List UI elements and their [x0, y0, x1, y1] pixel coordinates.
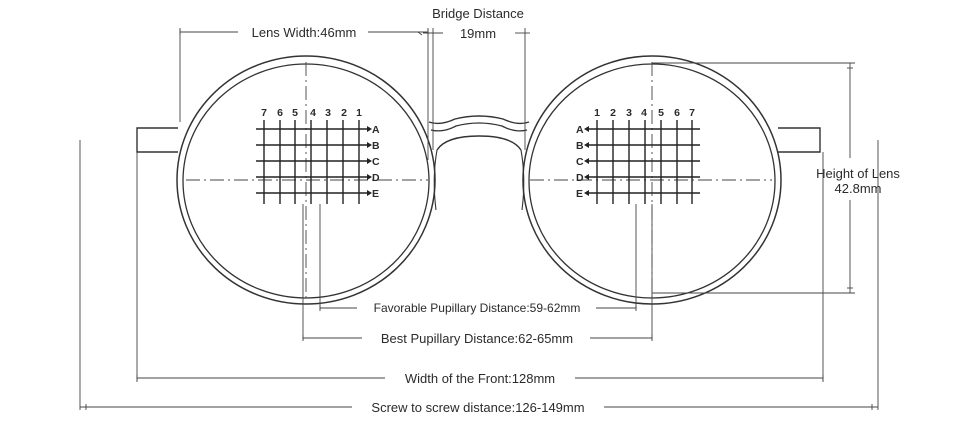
best-pd-dimension [302, 335, 653, 341]
bridge-distance-value: 19mm [460, 26, 496, 41]
right-grid-col-label: 3 [626, 107, 632, 119]
left-lens-centerlines [186, 62, 428, 300]
right-grid-col-label: 2 [610, 107, 616, 119]
height-of-lens-value: 42.8mm [835, 181, 882, 196]
right-pd-grid: 1 2 3 4 5 6 7 A B C D E [576, 107, 700, 204]
width-of-front-label: Width of the Front:128mm [405, 371, 555, 386]
left-grid-col-label: 2 [341, 107, 347, 119]
width-of-front-dimension [136, 152, 824, 382]
right-grid-col-label: 1 [594, 107, 600, 119]
screw-to-screw-label: Screw to screw distance:126-149mm [371, 400, 584, 415]
left-grid-row-label: A [372, 124, 380, 136]
right-grid-col-label: 7 [689, 107, 695, 119]
right-grid-col-label: 5 [658, 107, 664, 119]
bridge-distance-title: Bridge Distance [432, 6, 524, 21]
left-grid-row-label: D [372, 172, 380, 184]
pupillary-guide-lines [302, 204, 653, 340]
left-grid-col-label: 7 [261, 107, 267, 119]
left-pd-grid: 7 6 5 4 3 2 1 A B C D E [256, 107, 380, 204]
left-grid-col-label: 6 [277, 107, 283, 119]
favorable-pd-label: Favorable Pupillary Distance:59-62mm [374, 301, 581, 315]
right-grid-row-label: A [576, 124, 584, 136]
left-grid-row-label: B [372, 140, 380, 152]
bridge-distance-dimension [423, 28, 530, 150]
right-grid-col-label: 4 [641, 107, 647, 119]
right-grid-row-label: C [576, 156, 584, 168]
screw-to-screw-dimension [79, 140, 879, 410]
height-of-lens-title: Height of Lens [816, 166, 900, 181]
left-grid-col-label: 1 [356, 107, 362, 119]
lens-width-dimension [179, 28, 429, 160]
left-grid-col-label: 5 [292, 107, 298, 119]
left-grid-col-label: 4 [310, 107, 316, 119]
right-grid-row-label: D [576, 172, 584, 184]
best-pd-label: Best Pupillary Distance:62-65mm [381, 331, 573, 346]
left-grid-row-label: C [372, 156, 380, 168]
right-grid-row-label: B [576, 140, 584, 152]
favorable-pd-dimension [319, 305, 637, 311]
lens-width-label: Lens Width:46mm [252, 25, 357, 40]
left-grid-row-label: E [372, 188, 379, 200]
right-grid-row-label: E [576, 188, 583, 200]
left-grid-col-label: 3 [325, 107, 331, 119]
left-temple [136, 127, 178, 153]
right-temple [778, 127, 821, 153]
right-grid-col-label: 6 [674, 107, 680, 119]
bridge [428, 115, 530, 211]
height-of-lens-dimension [652, 62, 855, 294]
